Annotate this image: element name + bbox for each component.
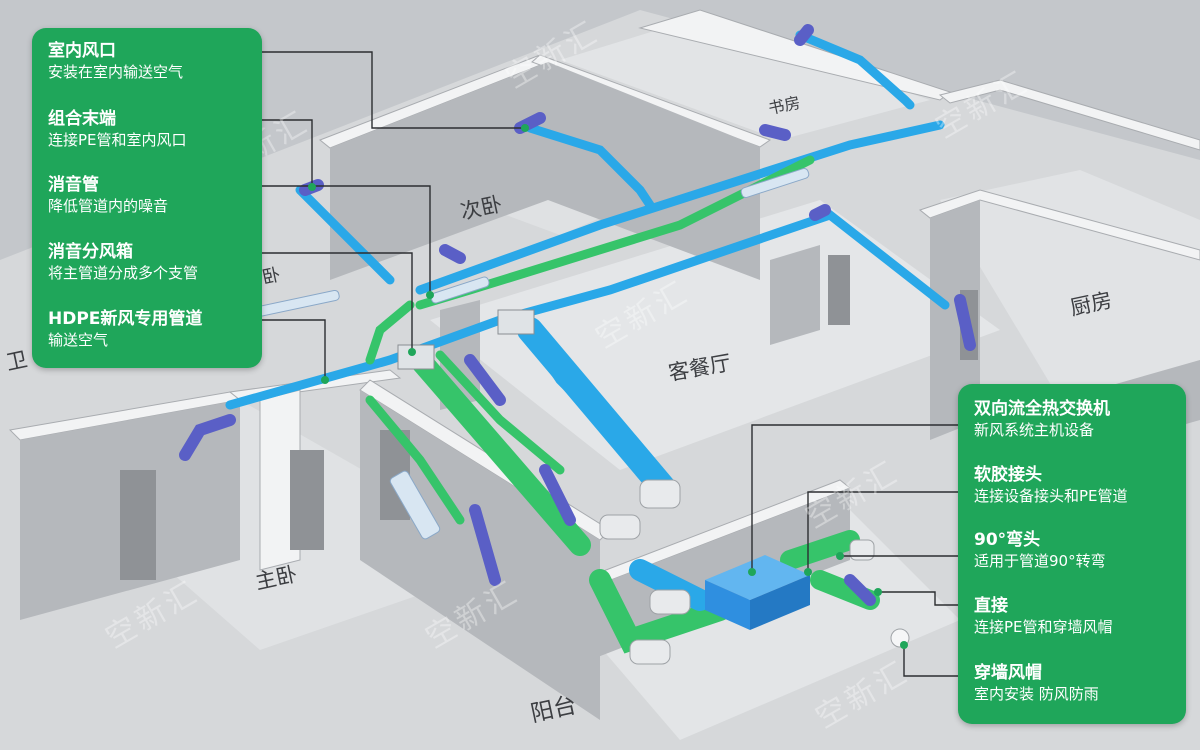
callout-desc: 降低管道内的噪音 [48, 197, 169, 215]
callout-elbow: 90°弯头 适用于管道90°转弯 [974, 529, 1106, 571]
callout-title: 双向流全热交换机 [974, 399, 1110, 419]
callout-desc: 连接设备接头和PE管道 [974, 487, 1128, 505]
callout-title: 直接 [974, 596, 1008, 616]
right-callout-panel: 双向流全热交换机 新风系统主机设备 软胶接头 连接设备接头和PE管道 90°弯头… [958, 384, 1186, 724]
blue-main-duct [517, 317, 678, 503]
leader-dots [308, 124, 908, 649]
distribution-boxes [397, 309, 535, 370]
silencers [240, 167, 810, 540]
green-main-duct [409, 349, 591, 556]
callout-indoor-vent: 室内风口 安装在室内输送空气 [48, 40, 183, 82]
callout-title: 穿墙风帽 [974, 663, 1042, 683]
leader-lines [262, 51, 958, 677]
callout-title: 消音分风箱 [48, 242, 133, 262]
callout-title: 软胶接头 [974, 465, 1042, 485]
callout-heat-exchanger: 双向流全热交换机 新风系统主机设备 [974, 398, 1110, 440]
callout-title: 组合末端 [48, 109, 116, 129]
callout-title: HDPE新风专用管道 [48, 309, 203, 329]
green-duct-right [780, 530, 860, 570]
callout-desc: 连接PE管和室内风口 [48, 131, 187, 149]
callout-desc: 安装在室内输送空气 [48, 63, 184, 81]
callout-desc: 输送空气 [48, 331, 109, 349]
callout-title: 消音管 [48, 175, 99, 195]
floor-living [430, 200, 1000, 470]
callout-desc: 适用于管道90°转弯 [974, 552, 1106, 570]
callout-silencer: 消音管 降低管道内的噪音 [48, 174, 168, 216]
callout-rubber-joint: 软胶接头 连接设备接头和PE管道 [974, 464, 1128, 506]
green-duct-balcony [589, 569, 731, 654]
callout-desc: 连接PE管和穿墙风帽 [974, 618, 1113, 636]
callout-terminal: 组合末端 连接PE管和室内风口 [48, 108, 187, 150]
elbows [599, 479, 875, 665]
callout-title: 90°弯头 [974, 530, 1041, 550]
floor-kitchen [940, 170, 1200, 400]
callout-wall-cap: 穿墙风帽 室内安装 防风防雨 [974, 662, 1099, 704]
blue-duct-balcony [629, 559, 711, 611]
flex-ducts [179, 24, 976, 606]
heat-exchanger-device [705, 555, 810, 630]
callout-desc: 将主管道分成多个支管 [48, 264, 199, 282]
callout-title: 室内风口 [48, 41, 116, 61]
callout-straight-joint: 直接 连接PE管和穿墙风帽 [974, 595, 1113, 637]
left-callout-panel: 室内风口 安装在室内输送空气 组合末端 连接PE管和室内风口 消音管 降低管道内… [32, 28, 262, 368]
callout-hdpe-pipe: HDPE新风专用管道 输送空气 [48, 308, 202, 350]
callout-desc: 新风系统主机设备 [974, 421, 1095, 439]
callout-distribution-box: 消音分风箱 将主管道分成多个支管 [48, 241, 198, 283]
floor-study [560, 20, 930, 140]
callout-desc: 室内安装 防风防雨 [974, 685, 1099, 703]
